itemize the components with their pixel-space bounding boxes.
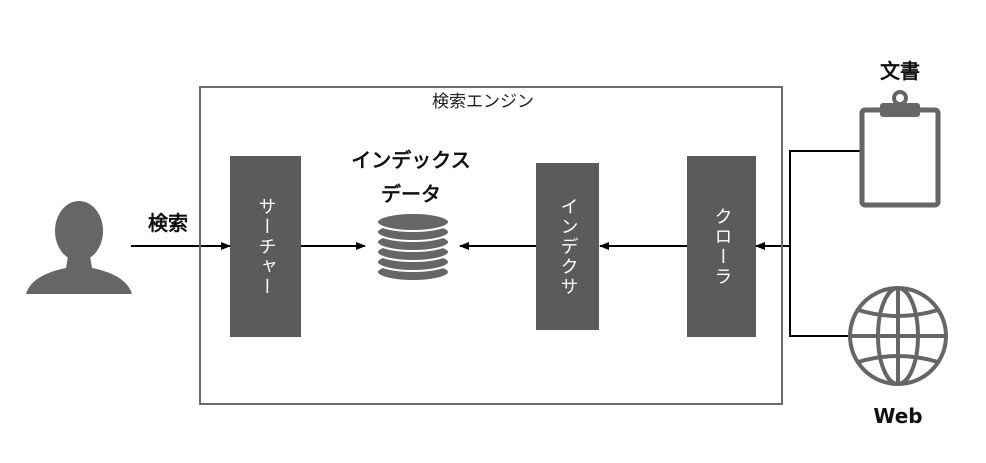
- search-engine-title: 検索エンジン: [432, 92, 534, 112]
- clipboard-icon: [859, 90, 941, 208]
- crawler-box: クローラ: [687, 156, 756, 337]
- index-data-label-line2: データ: [381, 182, 441, 206]
- search-engine-box: [199, 86, 783, 405]
- searcher-box: サーチャー: [230, 156, 301, 337]
- web-label: Web: [873, 404, 923, 428]
- indexer-box: インデクサ: [536, 163, 599, 330]
- user-icon: [26, 201, 132, 294]
- globe-icon: [848, 286, 948, 386]
- sources-connector: [789, 150, 862, 337]
- searcher-label: サーチャー: [255, 196, 277, 297]
- search-label: 検索: [148, 211, 188, 235]
- index-data-label-line1: インデックス: [351, 148, 471, 172]
- database-icon: [376, 212, 450, 282]
- crawler-label: クローラ: [711, 206, 733, 287]
- indexer-label: インデクサ: [557, 196, 579, 297]
- document-label: 文書: [880, 59, 920, 83]
